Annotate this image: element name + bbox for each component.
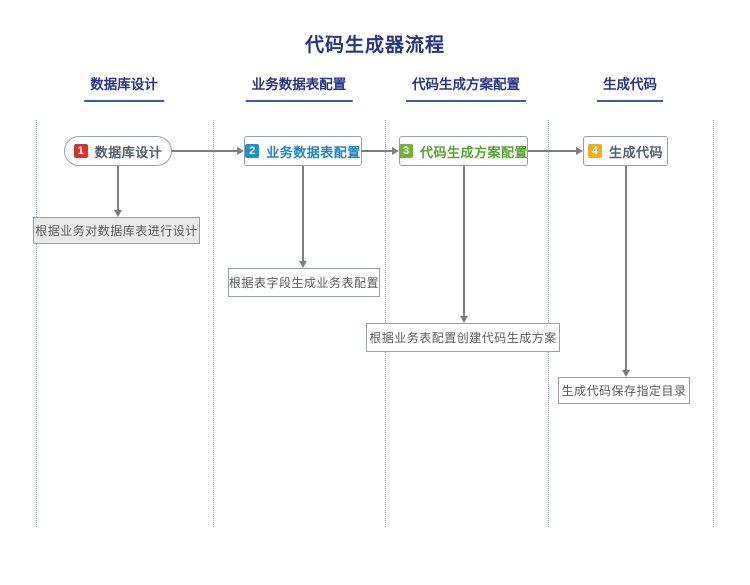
process-step-codegen-scheme-config: 3 代码生成方案配置 — [399, 136, 528, 166]
arrowhead-down-icon — [299, 261, 307, 268]
process-step-generate-code: 4 生成代码 — [583, 136, 668, 166]
step-number-badge: 3 — [399, 144, 413, 158]
step-label: 生成代码 — [608, 144, 663, 160]
lane-header-database-design: 数据库设计 — [84, 73, 164, 102]
annotation-codegen-scheme-config: 根据业务表配置创建代码生成方案 — [366, 323, 560, 352]
annotation-generate-code: 生成代码保存指定目录 — [558, 377, 690, 404]
arrowhead-down-icon — [114, 210, 122, 217]
step-label: 代码生成方案配置 — [420, 144, 529, 160]
lane-header-business-table-config: 业务数据表配置 — [245, 73, 353, 102]
annotation-database-design: 根据业务对数据库表进行设计 — [33, 217, 200, 244]
arrowhead-right-icon — [237, 147, 244, 155]
arrowhead-down-icon — [460, 316, 468, 323]
lane-divider — [713, 120, 714, 527]
step-label: 业务数据表配置 — [266, 144, 361, 160]
step-number-badge: 2 — [245, 144, 260, 158]
arrowhead-down-icon — [622, 370, 630, 377]
lane-divider — [36, 120, 37, 527]
page-title: 代码生成器流程 — [304, 35, 445, 56]
arrow-step4-to-note4 — [625, 166, 627, 370]
arrow-step1-to-step2 — [172, 150, 237, 152]
arrow-step3-to-note3 — [463, 166, 465, 316]
lane-divider — [213, 120, 214, 527]
process-step-business-table-config: 2 业务数据表配置 — [244, 136, 362, 166]
arrow-step1-to-note1 — [117, 166, 119, 210]
arrowhead-right-icon — [576, 147, 583, 155]
lane-header-generate-code: 生成代码 — [597, 73, 663, 102]
arrow-step2-to-step3 — [361, 150, 392, 152]
annotation-business-table-config: 根据表字段生成业务表配置 — [228, 268, 380, 297]
step-label: 数据库设计 — [94, 144, 163, 160]
arrowhead-right-icon — [392, 147, 399, 155]
process-step-database-design: 1 数据库设计 — [64, 136, 172, 166]
arrow-step2-to-note2 — [302, 166, 304, 261]
step-number-badge: 4 — [587, 144, 602, 158]
lane-header-codegen-scheme-config: 代码生成方案配置 — [406, 73, 526, 102]
arrow-step3-to-step4 — [528, 150, 576, 152]
step-number-badge: 1 — [73, 144, 88, 158]
